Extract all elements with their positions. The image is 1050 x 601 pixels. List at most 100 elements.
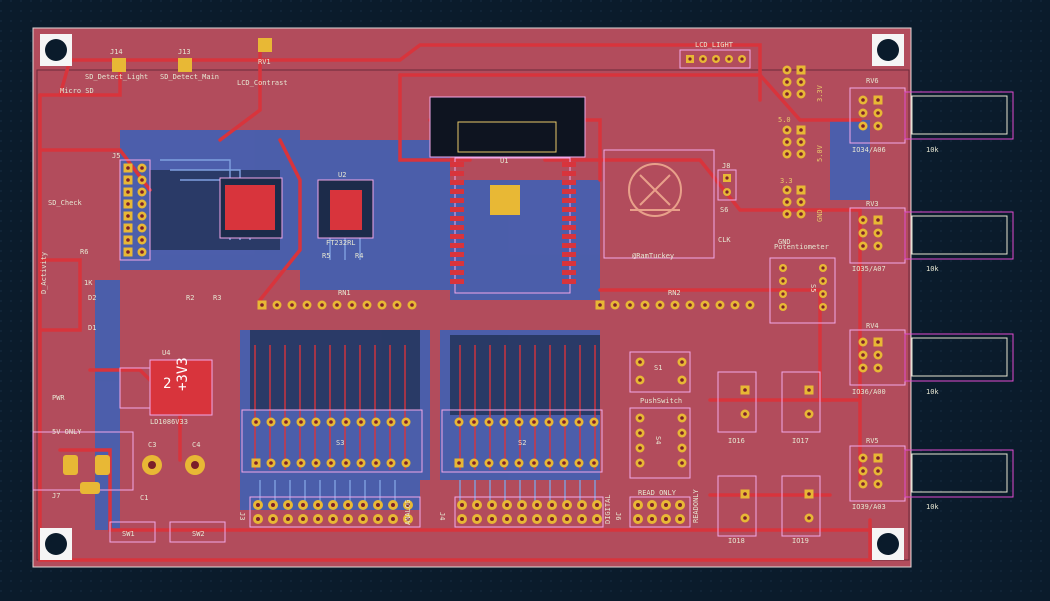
j4-pad-hole: [595, 517, 599, 521]
j3-pad-hole: [346, 517, 350, 521]
label-io17: IO17: [792, 437, 809, 445]
j6-pad-hole: [650, 503, 654, 507]
jumper-pad-hole: [799, 188, 803, 192]
s2-dip-switch[interactable]: [441, 409, 603, 473]
rv1-pad[interactable]: [258, 38, 272, 52]
jumper-pad-hole: [785, 188, 789, 192]
label-sd-detect-main: SD_Detect_Main: [160, 73, 219, 81]
s1-switch[interactable]: [629, 351, 691, 393]
rn1-pad-hole: [275, 303, 279, 307]
s5-pad-hole: [781, 266, 785, 270]
lcd-light-header[interactable]: [679, 49, 751, 69]
dip-s3-pad-hole: [374, 461, 378, 465]
jumper-pad-hole: [785, 152, 789, 156]
sw1-button[interactable]: [109, 521, 156, 543]
dip-s3-pad-hole: [404, 461, 408, 465]
dip-s2-pad-hole: [562, 461, 566, 465]
label-j7: J7: [52, 492, 60, 500]
j3-header[interactable]: [249, 496, 421, 528]
dip-s3-pad-hole: [314, 420, 318, 424]
rn1-resistor-network[interactable]: [257, 300, 417, 310]
j14-pad[interactable]: [112, 58, 126, 72]
dip-s2-pad-hole: [532, 420, 536, 424]
u1-left-pad: [450, 162, 464, 167]
j5-pads: [123, 163, 147, 257]
ram-tuckey-logo: [603, 149, 715, 259]
label-rv4: RV4: [866, 322, 879, 330]
u1-right-pad: [562, 252, 576, 257]
jumper-pad-hole: [799, 68, 803, 72]
j6-pad-hole: [678, 517, 682, 521]
s5-switch[interactable]: [769, 257, 836, 324]
label-potentiometer: Potentiometer: [774, 243, 829, 251]
j8-pad-hole: [725, 176, 729, 180]
j7-power-jack[interactable]: [32, 431, 134, 494]
u1-esp32-module[interactable]: [429, 96, 586, 294]
label-io18: IO18: [728, 537, 745, 545]
label-r5: R5: [322, 252, 330, 260]
jumper-pad-hole: [785, 140, 789, 144]
j5-pad-hole: [140, 250, 144, 254]
u1-left-pad: [450, 279, 464, 284]
io-tactile-button[interactable]: [781, 475, 821, 537]
u1-left-pad: [450, 198, 464, 203]
label-io19: IO19: [792, 537, 809, 545]
j4-header[interactable]: [454, 496, 604, 528]
rn2-pad-hole: [658, 303, 662, 307]
io-tactile-button[interactable]: [781, 371, 821, 433]
u3-chip[interactable]: [219, 177, 283, 239]
rv-pad-hole: [861, 482, 865, 486]
j5-pad-hole: [140, 178, 144, 182]
voltage-jumpers[interactable]: [635, 65, 828, 468]
io-button-pad-hole: [807, 492, 811, 496]
silkscreen-labels: J14 J13 SD_Detect_Light SD_Detect_Main R…: [40, 41, 939, 545]
rv-pad-hole: [861, 340, 865, 344]
rn2-pad-hole: [748, 303, 752, 307]
u1-left-pad: [450, 216, 464, 221]
u2-ft232rl[interactable]: [317, 179, 374, 239]
j6-header[interactable]: [629, 496, 691, 528]
rv-pad-hole: [876, 353, 880, 357]
s4-pad-hole: [638, 446, 642, 450]
dip-s2-pad-hole: [547, 461, 551, 465]
j4-pad-hole: [490, 503, 494, 507]
lcd-light-pad-hole: [714, 57, 718, 61]
rn1-pad-hole: [395, 303, 399, 307]
dip-s2-pad-hole: [472, 461, 476, 465]
rv-pad-hole: [861, 244, 865, 248]
s4-pad-hole: [680, 431, 684, 435]
j5-pad-hole: [140, 214, 144, 218]
io-tactile-button[interactable]: [717, 371, 757, 433]
j3-pad-hole: [361, 517, 365, 521]
dip-s2-pad-hole: [577, 420, 581, 424]
rv-pad-hole: [861, 218, 865, 222]
label-io16: IO16: [728, 437, 745, 445]
s3-dip-switch[interactable]: [241, 409, 423, 473]
label-j13: J13: [178, 48, 191, 56]
u1-right-pad: [562, 207, 576, 212]
sw2-button[interactable]: [169, 521, 226, 543]
j3-pad-hole: [286, 503, 290, 507]
u4-regulator[interactable]: [119, 359, 213, 416]
j8-header[interactable]: [717, 169, 737, 201]
header-pads: [253, 500, 685, 524]
j4-pad-hole: [535, 503, 539, 507]
s1-pad-hole: [680, 378, 684, 382]
j3-pad-hole: [271, 503, 275, 507]
s4-switch[interactable]: [629, 407, 691, 479]
rv-pad-hole: [876, 244, 880, 248]
rn1-pad-hole: [350, 303, 354, 307]
io-tactile-button[interactable]: [717, 475, 757, 537]
label-u4: U4: [162, 349, 170, 357]
rn2-resistor-network[interactable]: [595, 300, 755, 310]
potentiometers[interactable]: [849, 87, 1014, 502]
j13-pad[interactable]: [178, 58, 192, 72]
io-buttons[interactable]: [717, 371, 821, 537]
io-button-pad-hole: [743, 412, 747, 416]
j4-pad-hole: [580, 503, 584, 507]
j5-header[interactable]: [119, 159, 151, 261]
u1-right-pad: [562, 243, 576, 248]
dip-s3-pad-hole: [344, 420, 348, 424]
